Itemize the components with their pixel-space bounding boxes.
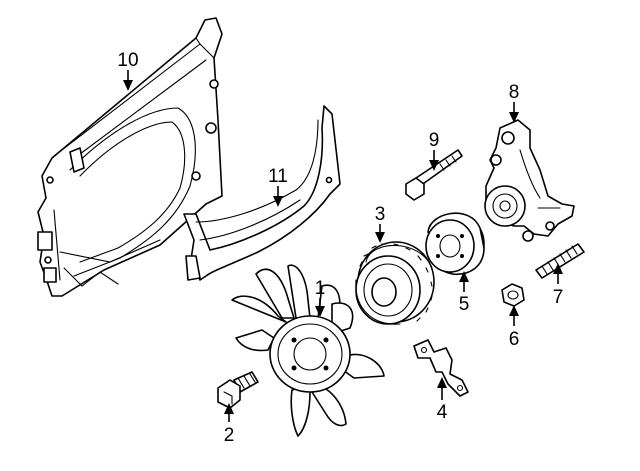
callout-6: 6 <box>509 329 520 350</box>
part-4-bracket <box>413 339 469 397</box>
part-1-fan-blade <box>231 264 385 437</box>
part-7-stud <box>535 243 585 279</box>
arrow-9-head <box>429 160 439 171</box>
callout-3: 3 <box>375 204 386 225</box>
callout-2: 2 <box>224 425 235 446</box>
part-11-lower-shroud <box>183 105 341 281</box>
part-10-fan-shroud <box>37 17 223 297</box>
part-6-nut <box>501 283 525 307</box>
arrow-7-head <box>553 263 563 274</box>
arrow-8-head <box>509 112 519 123</box>
part-8-idler-bracket <box>484 119 575 242</box>
arrow-3-head <box>375 232 385 243</box>
arrow-10-head <box>123 80 133 91</box>
arrow-11-head <box>273 196 283 207</box>
callout-7: 7 <box>553 287 564 308</box>
callout-labels: 10 11 1 2 3 4 5 6 7 8 9 <box>117 50 563 446</box>
callout-9: 9 <box>429 130 440 151</box>
callout-11: 11 <box>268 166 288 187</box>
arrow-1-head <box>315 306 325 317</box>
part-9-bolt <box>405 149 463 201</box>
arrow-2-head <box>224 403 234 414</box>
arrow-6-head <box>509 305 519 316</box>
callout-8: 8 <box>509 82 520 103</box>
part-2-bolt <box>217 371 259 409</box>
callout-1: 1 <box>315 278 326 299</box>
callout-5: 5 <box>459 294 470 315</box>
part-3-fan-clutch <box>355 241 435 325</box>
part-5-pulley <box>425 212 485 275</box>
leader-arrows <box>123 70 563 422</box>
callout-4: 4 <box>437 402 448 423</box>
arrow-4-head <box>437 377 447 388</box>
callout-10: 10 <box>117 50 138 71</box>
arrow-5-head <box>459 271 469 282</box>
